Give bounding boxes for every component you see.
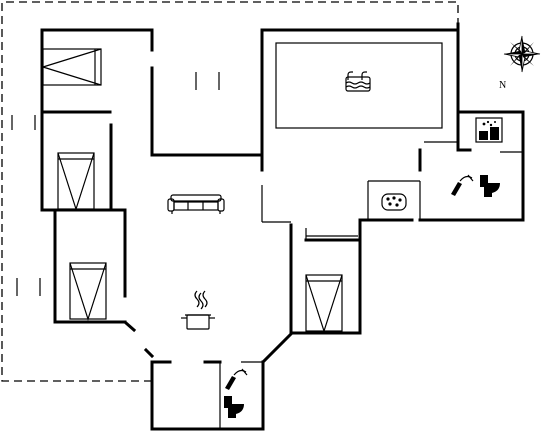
cooking-pot-icon [181,290,215,330]
shower-icon [225,368,248,390]
sofa-icon [167,194,225,214]
bed-icon [305,274,343,333]
whirlpool-icon [381,193,407,211]
thin-lines [11,72,523,429]
pool-icon [345,71,371,92]
pool [275,42,443,129]
compass-rose-icon [503,35,541,73]
shower-icon [451,174,474,196]
toilet-icon [224,396,244,418]
terrace-boundary [1,1,459,382]
bed-icon [42,48,102,86]
bed-icon [69,262,107,321]
compass-north-label: N [499,80,506,91]
sauna-icon [475,117,503,143]
bed-icon [57,152,95,211]
toilet-icon [480,175,500,197]
walls [40,22,525,431]
